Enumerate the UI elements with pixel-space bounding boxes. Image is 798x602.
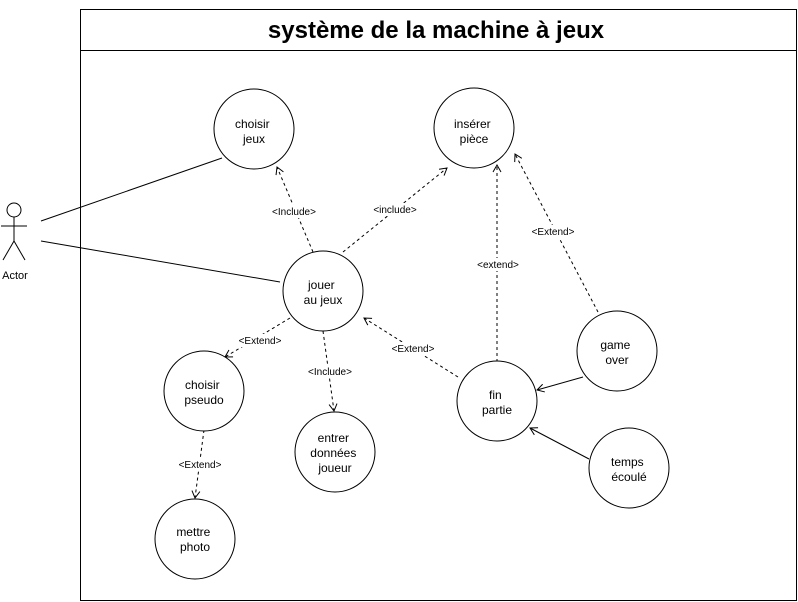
svg-text:insérer pièce: insérer pièce: [454, 117, 494, 146]
edge-label-pseudo-extend-jouer: <Extend>: [239, 336, 282, 347]
svg-text:choisir pseudo: choisir pseudo: [184, 378, 224, 407]
association-actor-choisir-jeux: [40, 157, 223, 222]
edge-label-include-choisir-jeux: <Include>: [272, 207, 316, 218]
edge-label-photo-extend-pseudo: <Extend>: [179, 460, 222, 471]
association-game-over-fin: [536, 376, 584, 393]
use-case-choisir-pseudo[interactable]: choisir pseudo: [163, 350, 245, 432]
svg-text:game over: game over: [600, 338, 633, 367]
svg-text:temps écoulé: temps écoulé: [611, 455, 647, 484]
actor-label: Actor: [2, 270, 28, 282]
use-case-jouer-au-jeux[interactable]: jouer au jeux: [282, 250, 364, 332]
association-actor-jouer: [40, 240, 281, 283]
use-case-game-over[interactable]: game over: [576, 310, 658, 392]
edge-label-game-over-extend: <Extend>: [532, 227, 575, 238]
svg-text:fin partie: fin partie: [482, 388, 512, 417]
edge-label-fin-extend-inserer: <extend>: [477, 260, 519, 271]
edge-fin-extend-jouer: <Extend>: [363, 317, 459, 378]
edge-jouer-include-inserer-piece: <include>: [342, 167, 448, 253]
system-title: système de la machine à jeux: [268, 17, 605, 44]
actor-head: [6, 202, 22, 218]
edge-label-fin-extend-jouer: <Extend>: [392, 344, 435, 355]
edge-mettre-photo-extend-choisir-pseudo: <Extend>: [174, 429, 226, 499]
association-temps-fin: [529, 427, 590, 460]
svg-text:jouer au jeux: jouer au jeux: [304, 278, 343, 307]
actor-right-leg: [13, 240, 26, 261]
edge-label-include-inserer-piece: <include>: [373, 205, 417, 216]
use-case-mettre-photo[interactable]: mettre photo: [154, 498, 236, 580]
use-case-entrer-donnees-joueur[interactable]: entrer données joueur: [294, 411, 376, 493]
actor-left-leg: [2, 240, 15, 261]
svg-text:mettre photo: mettre photo: [176, 525, 213, 554]
actor[interactable]: Actor: [1, 202, 28, 282]
edge-jouer-include-entrer-donnees: <Include>: [304, 330, 356, 412]
edge-game-over-extend-inserer-piece: <Extend>: [514, 153, 599, 313]
edge-choisir-pseudo-extend-jouer: <Extend>: [224, 317, 291, 358]
svg-text:entrer données jou: entrer données joueur: [310, 431, 359, 475]
use-case-inserer-piece[interactable]: insérer pièce: [433, 87, 515, 169]
edge-fin-extend-inserer-piece: <extend>: [473, 163, 523, 362]
edge-jouer-include-choisir-jeux: <Include>: [268, 166, 320, 253]
use-case-fin-partie[interactable]: fin partie: [456, 360, 538, 442]
use-case-choisir-jeux[interactable]: choisir jeux: [213, 88, 295, 170]
svg-text:choisir jeux: choisir jeux: [235, 117, 273, 146]
edge-label-include-entrer: <Include>: [308, 367, 352, 378]
use-case-temps-ecoule[interactable]: temps écoulé: [588, 427, 670, 509]
